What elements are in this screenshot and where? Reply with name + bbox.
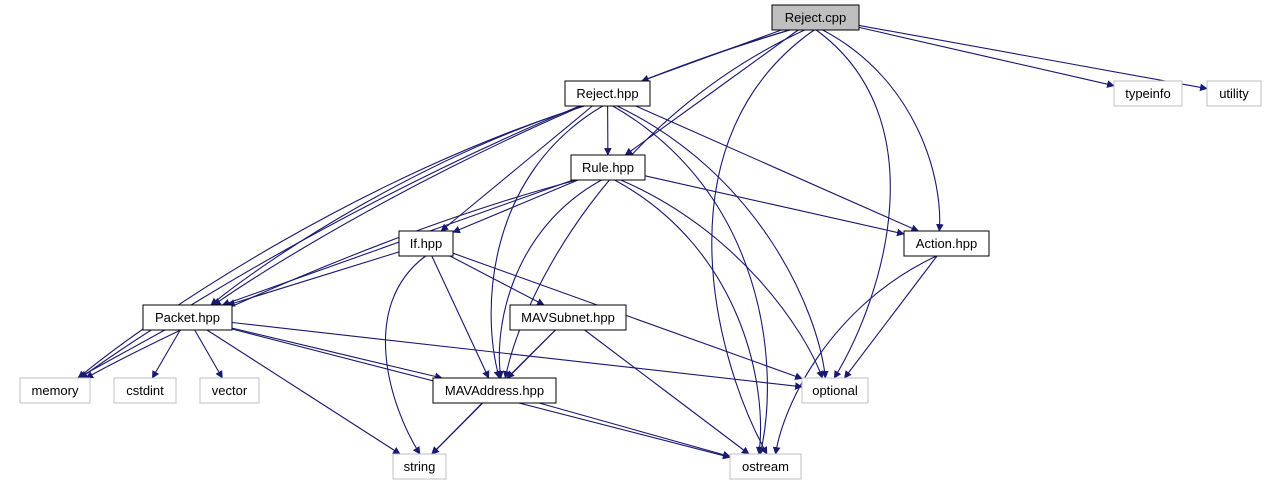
edge-mavsub_hpp-to-ostream [584, 329, 750, 455]
edge-rule_hpp-to-memory [85, 179, 578, 379]
edge-if_hpp-to-mavsub_hpp [449, 255, 545, 306]
node-box-mavsub_hpp[interactable] [509, 304, 627, 331]
edge-reject_cpp-to-ostream [711, 29, 815, 455]
edge-packet_hpp-to-string [206, 329, 401, 455]
node-string: string [392, 453, 447, 480]
node-label-utility: utility [1219, 86, 1249, 101]
edge-rule_hpp-to-ostream [614, 179, 764, 455]
node-box-action_hpp[interactable] [903, 230, 990, 257]
edge-reject_cpp-to-memory [79, 29, 791, 379]
node-box-string [392, 453, 447, 480]
node-box-if_hpp[interactable] [398, 230, 454, 257]
edge-packet_hpp-to-cstdint [151, 329, 181, 379]
edge-reject_hpp-to-ostream [612, 105, 768, 455]
edge-rule_hpp-to-if_hpp [452, 179, 579, 234]
node-mavsub_hpp[interactable]: MAVSubnet.hpp [509, 304, 627, 331]
edge-reject_cpp-to-packet_hpp [213, 29, 790, 306]
edges-layer [77, 24, 1208, 460]
node-packet_hpp[interactable]: Packet.hpp [142, 304, 233, 331]
node-optional: optional [801, 377, 869, 404]
node-label-action_hpp[interactable]: Action.hpp [916, 236, 977, 251]
node-if_hpp[interactable]: If.hpp [398, 230, 454, 257]
node-label-vector: vector [212, 383, 248, 398]
node-box-ostream [729, 453, 802, 480]
node-memory: memory [19, 377, 91, 404]
node-cstdint: cstdint [113, 377, 177, 404]
node-box-packet_hpp[interactable] [142, 304, 233, 331]
node-box-utility [1206, 80, 1262, 107]
edge-reject_cpp-to-action_hpp [822, 29, 944, 232]
edge-if_hpp-to-packet_hpp [227, 251, 400, 307]
node-box-mavaddr_hpp[interactable] [432, 377, 557, 404]
edge-reject_hpp-to-optional [616, 105, 829, 379]
edge-action_hpp-to-optional [844, 255, 938, 379]
node-box-optional [801, 377, 869, 404]
node-box-rule_hpp[interactable] [570, 154, 646, 181]
node-label-reject_cpp: Reject.cpp [785, 10, 846, 25]
node-box-typeinfo [1113, 80, 1183, 107]
edge-reject_hpp-to-packet_hpp [210, 105, 585, 306]
node-box-reject_cpp [771, 4, 860, 31]
node-label-optional: optional [812, 383, 858, 398]
edge-packet_hpp-to-memory [77, 329, 166, 379]
node-label-mavaddr_hpp[interactable]: MAVAddress.hpp [445, 383, 544, 398]
node-label-ostream: ostream [742, 459, 789, 474]
edge-mavaddr_hpp-to-string [431, 402, 483, 455]
node-label-if_hpp[interactable]: If.hpp [410, 236, 443, 251]
node-label-packet_hpp[interactable]: Packet.hpp [155, 310, 220, 325]
node-label-typeinfo: typeinfo [1125, 86, 1171, 101]
edge-reject_cpp-to-utility [858, 24, 1208, 92]
node-mavaddr_hpp[interactable]: MAVAddress.hpp [432, 377, 557, 404]
node-action_hpp[interactable]: Action.hpp [903, 230, 990, 257]
edge-action_hpp-to-ostream [772, 255, 937, 455]
node-label-memory: memory [32, 383, 79, 398]
node-box-vector [199, 377, 260, 404]
node-box-memory [19, 377, 91, 404]
node-reject_cpp: Reject.cpp [771, 4, 860, 31]
edge-reject_cpp-to-typeinfo [858, 26, 1115, 88]
node-label-cstdint: cstdint [126, 383, 164, 398]
edge-if_hpp-to-string [384, 255, 426, 455]
node-box-reject_hpp[interactable] [564, 80, 651, 107]
edge-reject_hpp-to-if_hpp [440, 105, 593, 232]
edge-reject_hpp-to-action_hpp [635, 105, 920, 232]
node-rule_hpp[interactable]: Rule.hpp [570, 154, 646, 181]
edge-if_hpp-to-optional [452, 252, 803, 380]
edge-rule_hpp-to-packet_hpp [221, 179, 574, 307]
edge-packet_hpp-to-vector [194, 329, 223, 379]
edge-if_hpp-to-mavaddr_hpp [431, 255, 490, 379]
node-label-rule_hpp[interactable]: Rule.hpp [582, 160, 634, 175]
node-label-string: string [404, 459, 436, 474]
node-ostream: ostream [729, 453, 802, 480]
edge-packet_hpp-to-optional [231, 321, 803, 390]
edge-mavaddr_hpp-to-ostream [538, 402, 731, 459]
node-utility: utility [1206, 80, 1262, 107]
edge-reject_cpp-to-mavaddr_hpp [502, 29, 805, 379]
node-typeinfo: typeinfo [1113, 80, 1183, 107]
edge-reject_cpp-to-optional [815, 29, 891, 379]
node-label-reject_hpp[interactable]: Reject.hpp [576, 86, 638, 101]
node-reject_hpp[interactable]: Reject.hpp [564, 80, 651, 107]
edge-reject_cpp-to-rule_hpp [624, 29, 799, 156]
node-vector: vector [199, 377, 260, 404]
edge-packet_hpp-to-mavaddr_hpp [231, 327, 443, 381]
node-label-mavsub_hpp[interactable]: MAVSubnet.hpp [521, 310, 615, 325]
edge-rule_hpp-to-optional [620, 179, 824, 379]
edge-rule_hpp-to-action_hpp [644, 175, 905, 237]
edge-rule_hpp-to-mavaddr_hpp [496, 179, 602, 379]
node-box-cstdint [113, 377, 177, 404]
edge-reject_hpp-to-mavaddr_hpp [490, 105, 603, 379]
edge-reject_hpp-to-memory [77, 105, 585, 379]
